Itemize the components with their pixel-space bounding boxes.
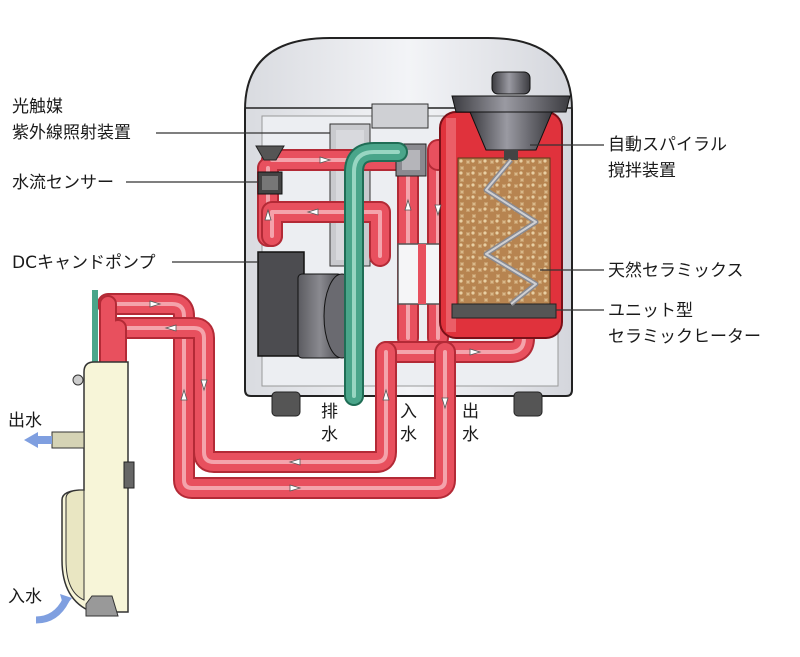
label-heater-line1: ユニット型 xyxy=(608,301,693,321)
label-stirrer-line1: 自動スパイラル xyxy=(608,135,727,155)
label-heater-line2: セラミックヒーター xyxy=(608,327,761,347)
label-stirrer-line2: 撹拌装置 xyxy=(608,161,676,181)
flow-sight-glass xyxy=(397,243,445,305)
unit-feet xyxy=(271,391,543,417)
label-ceramics: 天然セラミックス xyxy=(608,261,744,281)
tub-flow-arrows xyxy=(24,432,72,624)
label-drain-1: 排 xyxy=(321,402,338,422)
flow-arrows xyxy=(149,156,482,492)
label-outlet-2: 水 xyxy=(462,425,479,445)
bathtub xyxy=(51,290,135,617)
label-flow-sensor: 水流センサー xyxy=(12,173,114,193)
label-tub-out: 出水 xyxy=(8,411,42,431)
label-inlet-1: 入 xyxy=(400,402,417,422)
external-pipes xyxy=(97,293,456,499)
label-outlet-1: 出 xyxy=(462,402,479,422)
label-inlet-2: 水 xyxy=(400,425,417,445)
label-drain-2: 水 xyxy=(321,425,338,445)
flow-sensor xyxy=(255,145,285,195)
internal-pipes xyxy=(257,139,535,363)
label-dc-pump: DCキャンドポンプ xyxy=(12,253,155,273)
label-uv-line2: 紫外線照射装置 xyxy=(12,123,131,143)
label-uv-line1: 光触媒 xyxy=(12,97,63,117)
leader-lines xyxy=(126,132,604,311)
drain-pipe xyxy=(344,142,408,406)
auto-spiral-stirrer xyxy=(451,71,571,306)
label-tub-in: 入水 xyxy=(8,587,42,607)
